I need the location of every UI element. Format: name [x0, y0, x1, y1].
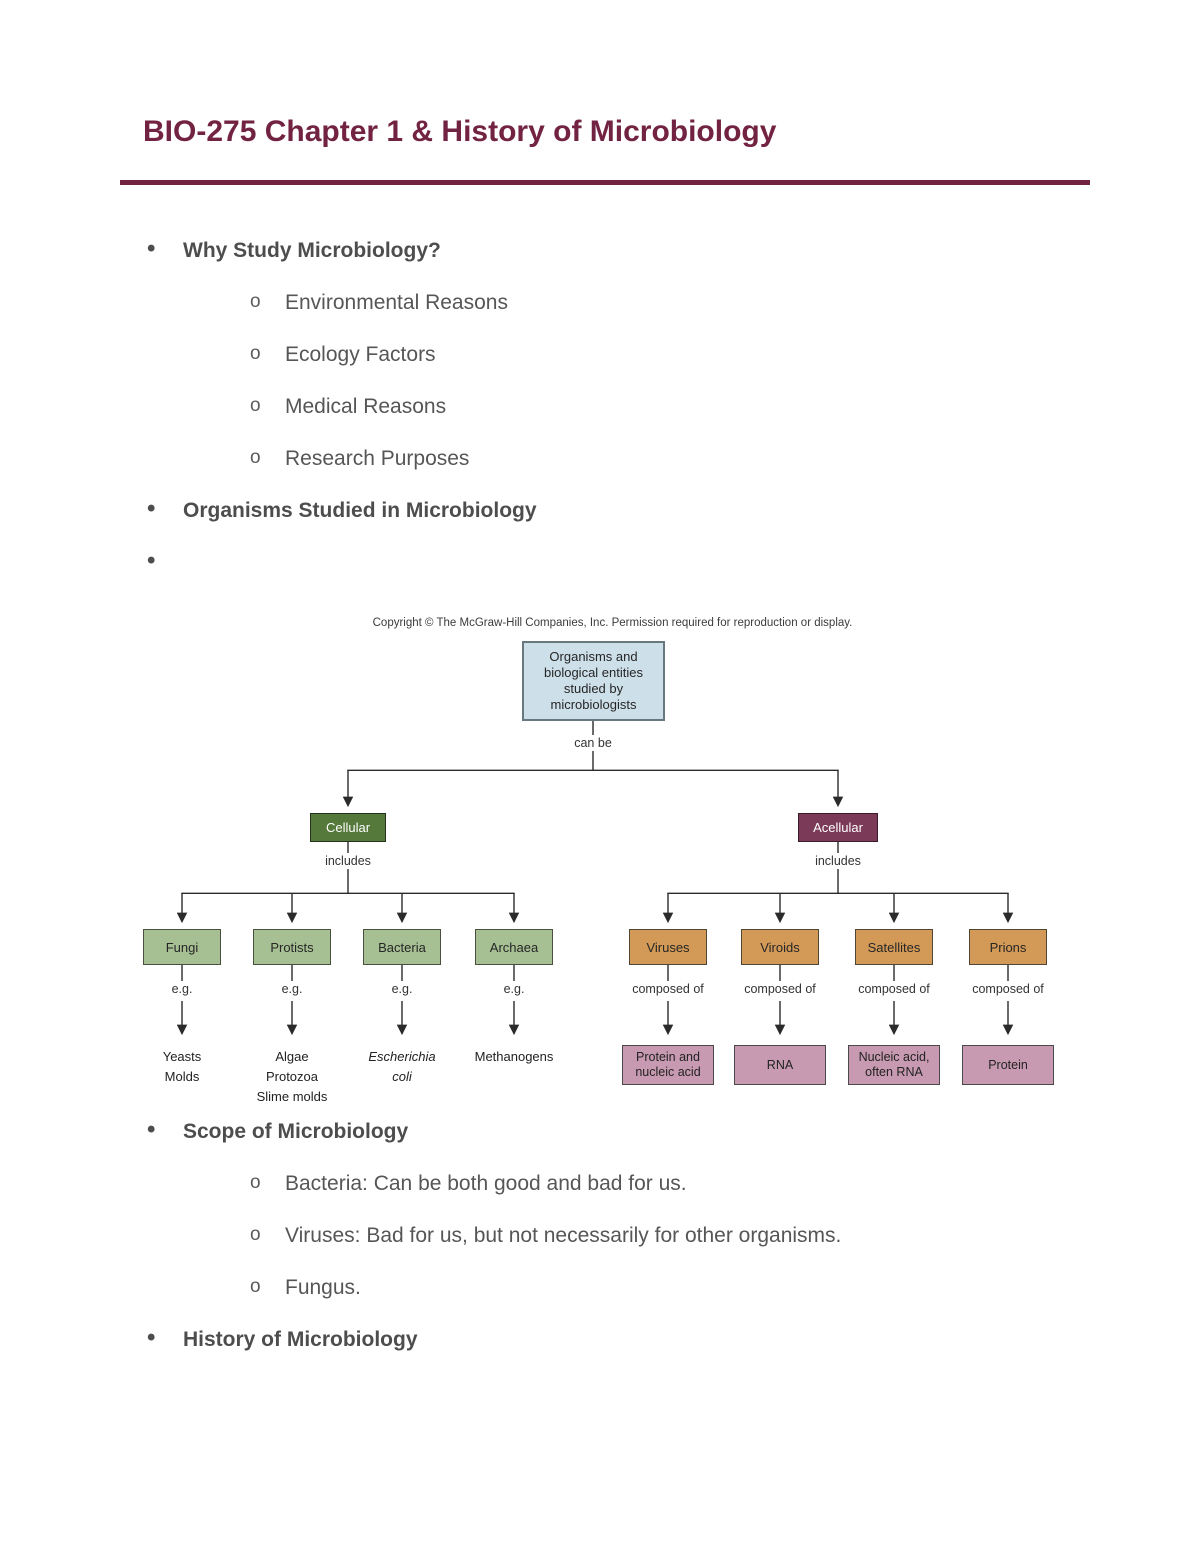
page-title-block: BIO-275 Chapter 1 & History of Microbiol… [120, 114, 1090, 185]
connector-label-can-be: can be [563, 735, 623, 751]
node-fungi: Fungi [143, 929, 221, 965]
node-viruses: Viruses [629, 929, 707, 965]
bullet-text: Why Study Microbiology? [183, 239, 441, 262]
page-title: BIO-275 Chapter 1 & History of Microbiol… [143, 115, 777, 148]
examples-bacteria: Escherichia coli [347, 1047, 457, 1087]
sub-bullet-text: Fungus. [285, 1276, 361, 1299]
bullet-item-empty [120, 549, 1200, 575]
flowchart-figure: Copyright © The McGraw-Hill Companies, I… [140, 603, 1085, 1108]
bullet-item: Scope of Microbiology [120, 1118, 1200, 1144]
example-line: coli [392, 1069, 412, 1084]
bullet-item: Organisms Studied in Microbiology [120, 497, 1200, 523]
connector-label-composed-of: composed of [963, 981, 1053, 997]
example-line: Slime molds [256, 1089, 328, 1104]
bullet-text: Organisms Studied in Microbiology [183, 499, 537, 522]
example-line: Methanogens [474, 1049, 554, 1064]
bullet-text: Scope of Microbiology [183, 1120, 409, 1143]
node-composition-prions: Protein [962, 1045, 1054, 1085]
example-line: Algae [275, 1049, 309, 1064]
node-protists: Protists [253, 929, 331, 965]
bullet-text: History of Microbiology [183, 1328, 418, 1351]
connector-label-composed-of: composed of [735, 981, 825, 997]
node-satellites: Satellites [855, 929, 933, 965]
node-prions: Prions [969, 929, 1047, 965]
sub-bullet-text: Medical Reasons [285, 395, 447, 418]
connector-label-eg: e.g. [382, 981, 422, 997]
node-bacteria: Bacteria [363, 929, 441, 965]
sub-bullet-text: Environmental Reasons [285, 291, 508, 314]
sub-bullet-item: Research Purposes [120, 446, 1200, 471]
connector-label-eg: e.g. [494, 981, 534, 997]
sub-bullet-item: Fungus. [120, 1275, 1200, 1300]
node-composition-viruses: Protein and nucleic acid [622, 1045, 714, 1085]
examples-protists: Algae Protozoa Slime molds [237, 1047, 347, 1107]
example-line: Yeasts [162, 1049, 202, 1064]
notes-section-top: Why Study Microbiology? Environmental Re… [120, 237, 1200, 575]
connector-label-eg: e.g. [162, 981, 202, 997]
connector-lines [176, 721, 1014, 1036]
node-composition-viroids: RNA [734, 1045, 826, 1085]
bullet-item: Why Study Microbiology? [120, 237, 1200, 263]
node-composition-satellites: Nucleic acid, often RNA [848, 1045, 940, 1085]
notes-section-bottom: Scope of Microbiology Bacteria: Can be b… [120, 1118, 1200, 1352]
sub-bullet-text: Research Purposes [285, 447, 470, 470]
node-root: Organisms and biological entities studie… [522, 641, 665, 721]
node-archaea: Archaea [475, 929, 553, 965]
sub-bullet-text: Ecology Factors [285, 343, 436, 366]
sub-bullet-item: Medical Reasons [120, 394, 1200, 419]
connector-label-includes-left: includes [313, 853, 383, 869]
connector-label-composed-of: composed of [849, 981, 939, 997]
sub-bullet-item: Viruses: Bad for us, but not necessarily… [120, 1223, 1200, 1248]
examples-fungi: Yeasts Molds [127, 1047, 237, 1087]
node-cellular: Cellular [310, 813, 386, 842]
copyright-note: Copyright © The McGraw-Hill Companies, I… [372, 617, 853, 629]
sub-bullet-item: Bacteria: Can be both good and bad for u… [120, 1171, 1200, 1196]
connector-label-includes-right: includes [803, 853, 873, 869]
examples-archaea: Methanogens [459, 1047, 569, 1067]
bullet-item: History of Microbiology [120, 1326, 1200, 1352]
sub-bullet-item: Environmental Reasons [120, 290, 1200, 315]
connector-label-composed-of: composed of [623, 981, 713, 997]
sub-bullet-text: Viruses: Bad for us, but not necessarily… [285, 1224, 842, 1247]
example-line: Escherichia [368, 1049, 436, 1064]
sub-bullet-item: Ecology Factors [120, 342, 1200, 367]
example-line: Molds [164, 1069, 200, 1084]
sub-bullet-text: Bacteria: Can be both good and bad for u… [285, 1172, 687, 1195]
example-line: Protozoa [265, 1069, 319, 1084]
node-acellular: Acellular [798, 813, 878, 842]
connector-label-eg: e.g. [272, 981, 312, 997]
node-viroids: Viroids [741, 929, 819, 965]
